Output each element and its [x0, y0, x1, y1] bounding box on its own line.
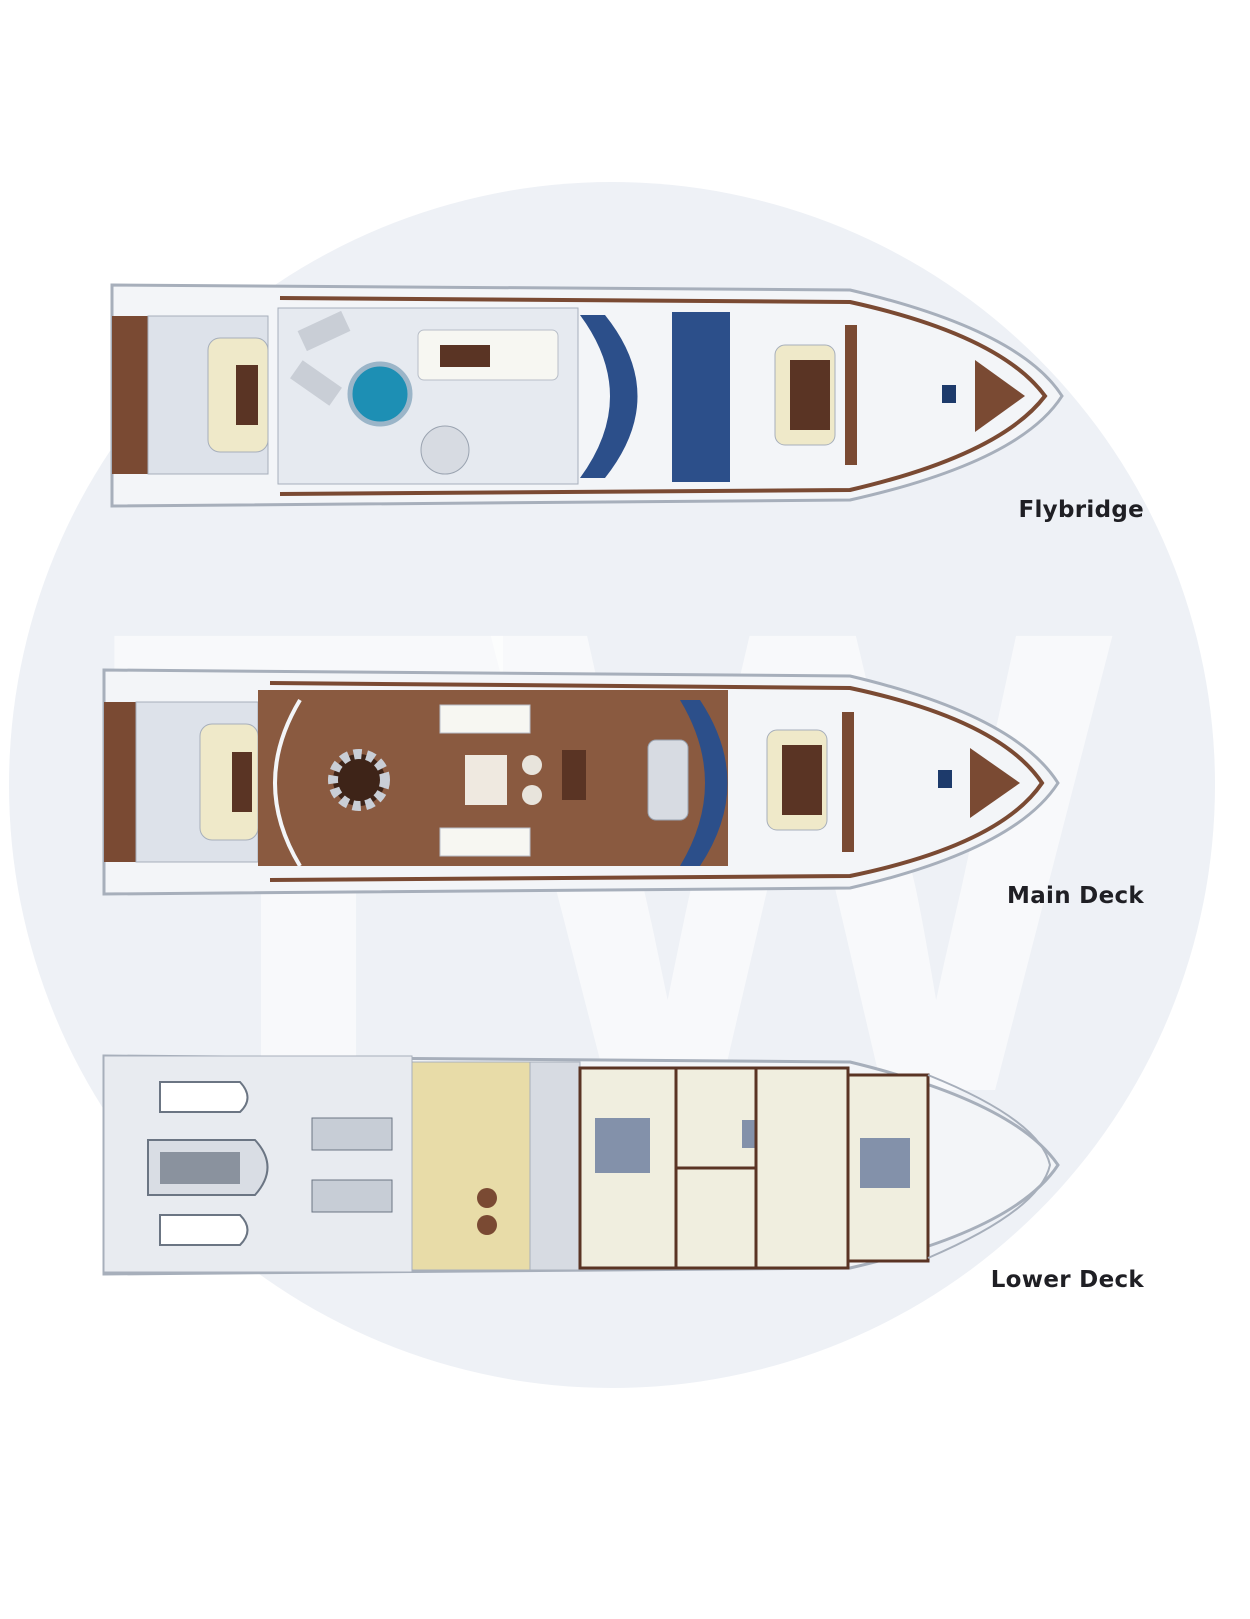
main-deck-hatch [938, 770, 952, 788]
flybridge-lounger-1 [297, 310, 351, 352]
main-deck-rail [269, 681, 1045, 882]
flybridge-lounger-2 [290, 360, 342, 406]
main-deck-swim-platform [104, 702, 136, 862]
crew-quarters [529, 1061, 581, 1271]
salon-armchair-2 [522, 785, 542, 805]
salon-sofa-port [439, 704, 531, 734]
flybridge-label: Flybridge [1018, 497, 1144, 523]
flybridge-aft-sunpad-center [236, 365, 258, 425]
flybridge-fore-sunpad-center [790, 360, 830, 430]
crew-galley [411, 1061, 531, 1271]
flybridge-bow-anchor [975, 360, 1025, 432]
main-deck-plan[interactable] [0, 660, 1250, 920]
main-helm-windscreen [680, 700, 728, 866]
main-deck-fore-teak [842, 712, 854, 852]
lower-deck-label: Lower Deck [990, 1267, 1144, 1293]
jacuzzi [347, 361, 413, 427]
flybridge-hardtop-stripe [672, 312, 730, 482]
engine-starboard [311, 1179, 393, 1213]
main-helm-console [647, 739, 689, 821]
crew-mess-chair-2 [477, 1215, 497, 1235]
flybridge-swim-platform [112, 316, 148, 474]
main-deck-fore-sunpad-center [782, 745, 822, 815]
flybridge-table [440, 345, 490, 367]
jetski-starboard [159, 1214, 249, 1246]
salon-coffee-table [465, 755, 507, 805]
main-deck-aft-sunpad-center [232, 752, 252, 812]
helm-windscreen-blue [580, 315, 638, 478]
jetski-port [159, 1081, 249, 1113]
guest-cabin-port [674, 1066, 758, 1170]
lower-deck-bow [927, 1074, 1052, 1259]
flybridge-fore-teak [845, 325, 857, 465]
crew-mess-chair-1 [477, 1188, 497, 1208]
lower-deck-plan[interactable] [0, 1045, 1250, 1305]
dining-table [328, 749, 390, 811]
flybridge-hatch [942, 385, 956, 403]
tender-boat-inner [160, 1152, 240, 1184]
main-deck-label: Main Deck [1007, 883, 1144, 909]
guest-cabin-starboard [674, 1166, 758, 1270]
salon-sofa-starboard [439, 827, 531, 857]
salon-bar [562, 750, 586, 800]
engine-port [311, 1117, 393, 1151]
main-deck-bow-anchor [970, 748, 1020, 818]
salon-armchair-1 [522, 755, 542, 775]
vip-cabin-aft-bed [595, 1118, 650, 1173]
twin-cabin [754, 1066, 850, 1270]
main-deck-aft-curve [273, 698, 302, 868]
spiral-staircase [420, 425, 470, 475]
flybridge-plan[interactable] [0, 270, 1250, 530]
forward-vip-bed [860, 1138, 910, 1188]
flybridge-deck-rail [279, 296, 1048, 496]
